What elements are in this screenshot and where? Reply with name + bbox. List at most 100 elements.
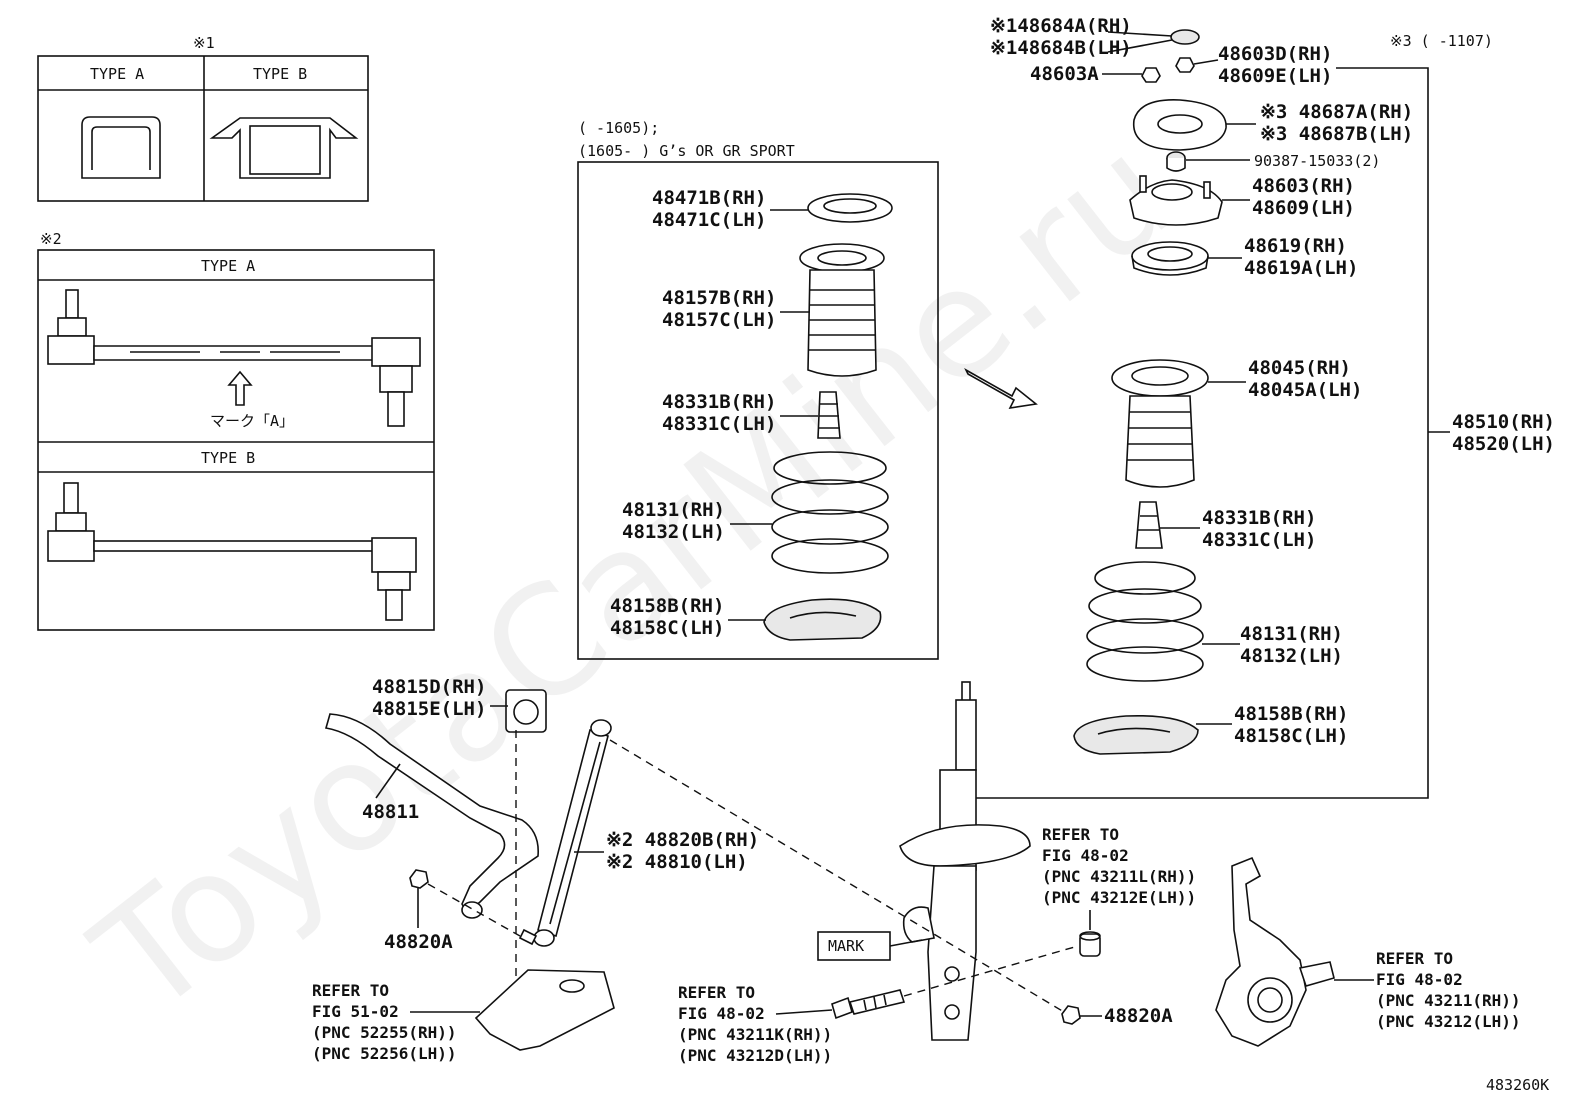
label-nut-left: 48820A xyxy=(384,931,453,953)
upper-plate-icon xyxy=(1132,99,1227,151)
gs-note-line2: (1605- ) G’s OR GR SPORT xyxy=(578,142,795,160)
body-bracket-icon xyxy=(474,969,615,1051)
label-nut2-lh: 48609E(LH) xyxy=(1218,65,1332,87)
label-nut2-rh: 48603D(RH) xyxy=(1218,43,1332,65)
figure-id: 483260K xyxy=(1486,1076,1549,1094)
cap-type-b-icon xyxy=(209,117,359,179)
upper-seat-icon xyxy=(807,193,893,223)
ref-bolt-line-1: FIG 48-02 xyxy=(678,1004,765,1023)
nut-48603a-icon xyxy=(1141,67,1161,83)
gs-part-3-lh: 48132(LH) xyxy=(622,521,725,543)
label-link-rh: ※2 48820B(RH) xyxy=(606,829,759,851)
label-collar: 90387-15033(2) xyxy=(1254,152,1380,170)
ref-collar-line-3: (PNC 43212E(LH)) xyxy=(1042,888,1196,907)
ref-collar-line-2: (PNC 43211L(RH)) xyxy=(1042,867,1196,886)
ref-51-line-1: FIG 51-02 xyxy=(312,1002,399,1021)
bump-stopper-icon xyxy=(817,391,841,439)
ref-51-line-0: REFER TO xyxy=(312,981,389,1000)
label-bush-rh: 48815D(RH) xyxy=(372,676,486,698)
ref-fig-48-collar: REFER TO FIG 48-02 (PNC 43211L(RH)) (PNC… xyxy=(1042,825,1196,930)
label-spring-lh: 48132(LH) xyxy=(1240,645,1343,667)
upper-cap-icon xyxy=(1170,29,1200,45)
ref-fig-48-knuckle: REFER TO FIG 48-02 (PNC 43211(RH)) (PNC … xyxy=(1334,949,1521,1031)
arrow-up-icon xyxy=(227,370,253,406)
coil-spring-2-icon xyxy=(1086,561,1204,682)
ref-knuckle-line-3: (PNC 43212(LH)) xyxy=(1376,1012,1521,1031)
bump-stopper-2-icon xyxy=(1135,501,1163,549)
ref-51-line-3: (PNC 52256(LH)) xyxy=(312,1044,457,1063)
spring-seat-boot-icon xyxy=(1111,359,1209,488)
gs-part-2-rh: 48331B(RH) xyxy=(662,391,776,413)
inset-1-type-b-label: TYPE B xyxy=(253,65,307,83)
stab-link-icon xyxy=(518,719,612,947)
label-nut: 48603A xyxy=(1030,63,1099,85)
label-bearing-lh: 48619A(LH) xyxy=(1244,257,1358,279)
label-bearing-rh: 48619(RH) xyxy=(1244,235,1347,257)
label-support-rh: 48603(RH) xyxy=(1252,175,1355,197)
cap-type-a-icon xyxy=(81,116,161,179)
label-bumper-lh: 48331C(LH) xyxy=(1202,529,1316,551)
label-seat-lh: 48045A(LH) xyxy=(1248,379,1362,401)
gs-part-4-rh: 48158B(RH) xyxy=(610,595,724,617)
inset-2-type-b-label: TYPE B xyxy=(201,449,255,467)
pointer-arrow-icon xyxy=(964,368,1038,410)
gs-part-4-lh: 48158C(LH) xyxy=(610,617,724,639)
assy-bracket xyxy=(972,67,1429,799)
ref-knuckle-line-0: REFER TO xyxy=(1376,949,1453,968)
knuckle-collar-icon xyxy=(1079,931,1101,957)
ref-bolt-line-0: REFER TO xyxy=(678,983,755,1002)
bolt-icon xyxy=(831,989,906,1020)
inset-1: ※1 TYPE A TYPE B xyxy=(37,34,369,202)
ref-fig-48-bolt: REFER TO FIG 48-02 (PNC 43211K(RH)) (PNC… xyxy=(678,983,832,1065)
spring-insulator-icon xyxy=(763,598,882,641)
watermark: ToyotaCarMine.ru xyxy=(64,104,1205,1048)
stab-bushing-icon xyxy=(505,689,547,733)
label-assy-lh: 48520(LH) xyxy=(1452,433,1555,455)
ref-bolt-line-3: (PNC 43212D(LH)) xyxy=(678,1046,832,1065)
gs-labels: 48471B(RH) 48471C(LH) 48157B(RH) 48157C(… xyxy=(610,187,818,639)
label-support-lh: 48609(LH) xyxy=(1252,197,1355,219)
label-plate-rh: ※3 48687A(RH) xyxy=(1260,101,1413,123)
label-bush-lh: 48815E(LH) xyxy=(372,698,486,720)
inset-2-type-a-label: TYPE A xyxy=(201,257,255,275)
gs-sport-box: ( -1605); (1605- ) G’s OR GR SPORT xyxy=(577,119,939,660)
strut-support-icon xyxy=(1129,175,1223,226)
gs-part-2-lh: 48331C(LH) xyxy=(662,413,776,435)
inset-2-mark: ※2 xyxy=(40,230,62,248)
bearing-icon xyxy=(1131,241,1209,276)
label-seat-rh: 48045(RH) xyxy=(1248,357,1351,379)
dust-boot-icon xyxy=(799,243,885,377)
gs-part-1-rh: 48157B(RH) xyxy=(662,287,776,309)
label-date-note: ※3 ( -1107) xyxy=(1390,32,1493,50)
inset-2: ※2 TYPE A TYPE B マーク「A」 xyxy=(37,230,435,631)
label-insul-lh: 48158C(LH) xyxy=(1234,725,1348,747)
label-bumper-rh: 48331B(RH) xyxy=(1202,507,1316,529)
gs-part-0-lh: 48471C(LH) xyxy=(652,209,766,231)
ref-collar-line-1: FIG 48-02 xyxy=(1042,846,1129,865)
spring-insulator-2-icon xyxy=(1073,714,1199,755)
label-link-lh: ※2 48810(LH) xyxy=(606,851,748,873)
ref-knuckle-line-2: (PNC 43211(RH)) xyxy=(1376,991,1521,1010)
gs-part-1-lh: 48157C(LH) xyxy=(662,309,776,331)
ref-51-line-2: (PNC 52255(RH)) xyxy=(312,1023,457,1042)
gs-part-3-rh: 48131(RH) xyxy=(622,499,725,521)
stab-nut-icon xyxy=(409,869,429,889)
link-type-a-icon xyxy=(47,289,421,427)
label-stab-bar: 48811 xyxy=(362,801,419,823)
shock-absorber-icon xyxy=(899,681,1031,1041)
link-nut-icon xyxy=(1061,1005,1081,1025)
strut-upper-stack: ※148684A(RH) ※148684B(LH) 48603A 48603D(… xyxy=(972,15,1555,799)
link-type-b-icon xyxy=(47,482,417,621)
nut-48603d-icon xyxy=(1175,57,1195,73)
steering-knuckle-icon xyxy=(1215,856,1335,1047)
label-insul-rh: 48158B(RH) xyxy=(1234,703,1348,725)
inset-1-type-a-label: TYPE A xyxy=(90,65,144,83)
label-assy-rh: 48510(RH) xyxy=(1452,411,1555,433)
ref-knuckle-line-1: FIG 48-02 xyxy=(1376,970,1463,989)
inset-2-frame xyxy=(37,249,435,631)
label-nut-right: 48820A xyxy=(1104,1005,1173,1027)
inset-1-mark: ※1 xyxy=(193,34,215,52)
label-cap-lh: ※148684B(LH) xyxy=(990,37,1132,59)
